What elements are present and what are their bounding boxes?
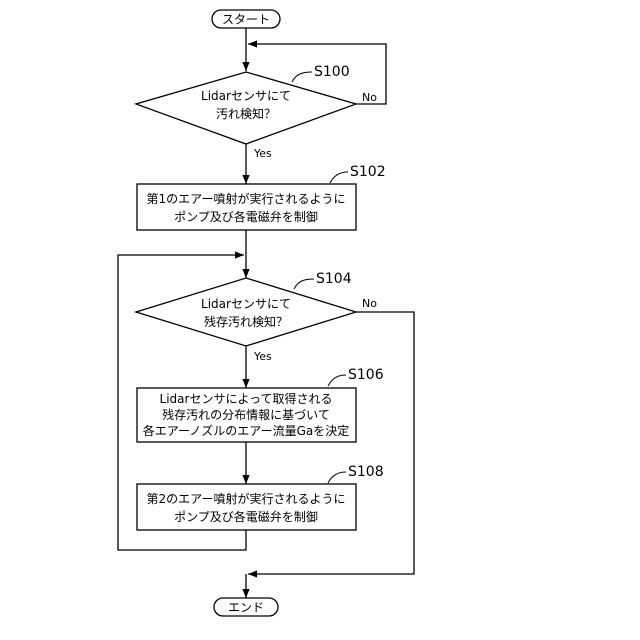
start-terminal: スタート	[212, 10, 280, 28]
s106-leader	[328, 375, 346, 386]
start-label: スタート	[222, 13, 270, 27]
s106-line-2: 残存汚れの分布情報に基づいて	[162, 408, 330, 422]
decision-s100: Lidarセンサにて 汚れ検知？	[136, 72, 356, 144]
s100-line-1: Lidarセンサにて	[201, 89, 291, 103]
s106-step-id: S106	[348, 367, 384, 383]
decision-s104: Lidarセンサにて 残存汚れ検知？	[136, 278, 356, 346]
end-label: エンド	[228, 601, 264, 615]
s100-leader	[292, 72, 312, 82]
s100-step-id: S100	[314, 64, 350, 80]
process-s102: 第1のエアー噴射が実行されるように ポンプ及び各電磁弁を制御	[137, 184, 356, 230]
s108-line-2: ポンプ及び各電磁弁を制御	[174, 509, 318, 524]
s106-line-1: Lidarセンサによって取得される	[160, 391, 333, 406]
s104-line-1: Lidarセンサにて	[201, 297, 291, 311]
s104-no-label: No	[362, 297, 377, 310]
s108-line-1: 第2のエアー噴射が実行されるように	[147, 491, 346, 506]
s106-line-3: 各エアーノズルのエアー流量Gaを決定	[143, 423, 350, 438]
end-terminal: エンド	[214, 598, 278, 616]
s102-leader	[330, 172, 348, 183]
s104-leader	[294, 279, 314, 289]
s104-line-2: 残存汚れ検知？	[204, 315, 288, 329]
s100-yes-label: Yes	[253, 147, 272, 160]
edge-s104-no	[248, 312, 414, 574]
s108-step-id: S108	[348, 464, 384, 480]
s102-line-2: ポンプ及び各電磁弁を制御	[174, 209, 318, 224]
s108-leader	[328, 472, 346, 483]
s104-step-id: S104	[316, 271, 352, 287]
process-s106: Lidarセンサによって取得される 残存汚れの分布情報に基づいて 各エアーノズル…	[137, 388, 356, 442]
s100-no-label: No	[362, 91, 377, 104]
process-s108: 第2のエアー噴射が実行されるように ポンプ及び各電磁弁を制御	[137, 484, 356, 530]
s100-line-2: 汚れ検知？	[216, 107, 276, 121]
s102-line-1: 第1のエアー噴射が実行されるように	[147, 191, 346, 206]
s104-yes-label: Yes	[253, 350, 272, 363]
s102-step-id: S102	[350, 164, 386, 180]
